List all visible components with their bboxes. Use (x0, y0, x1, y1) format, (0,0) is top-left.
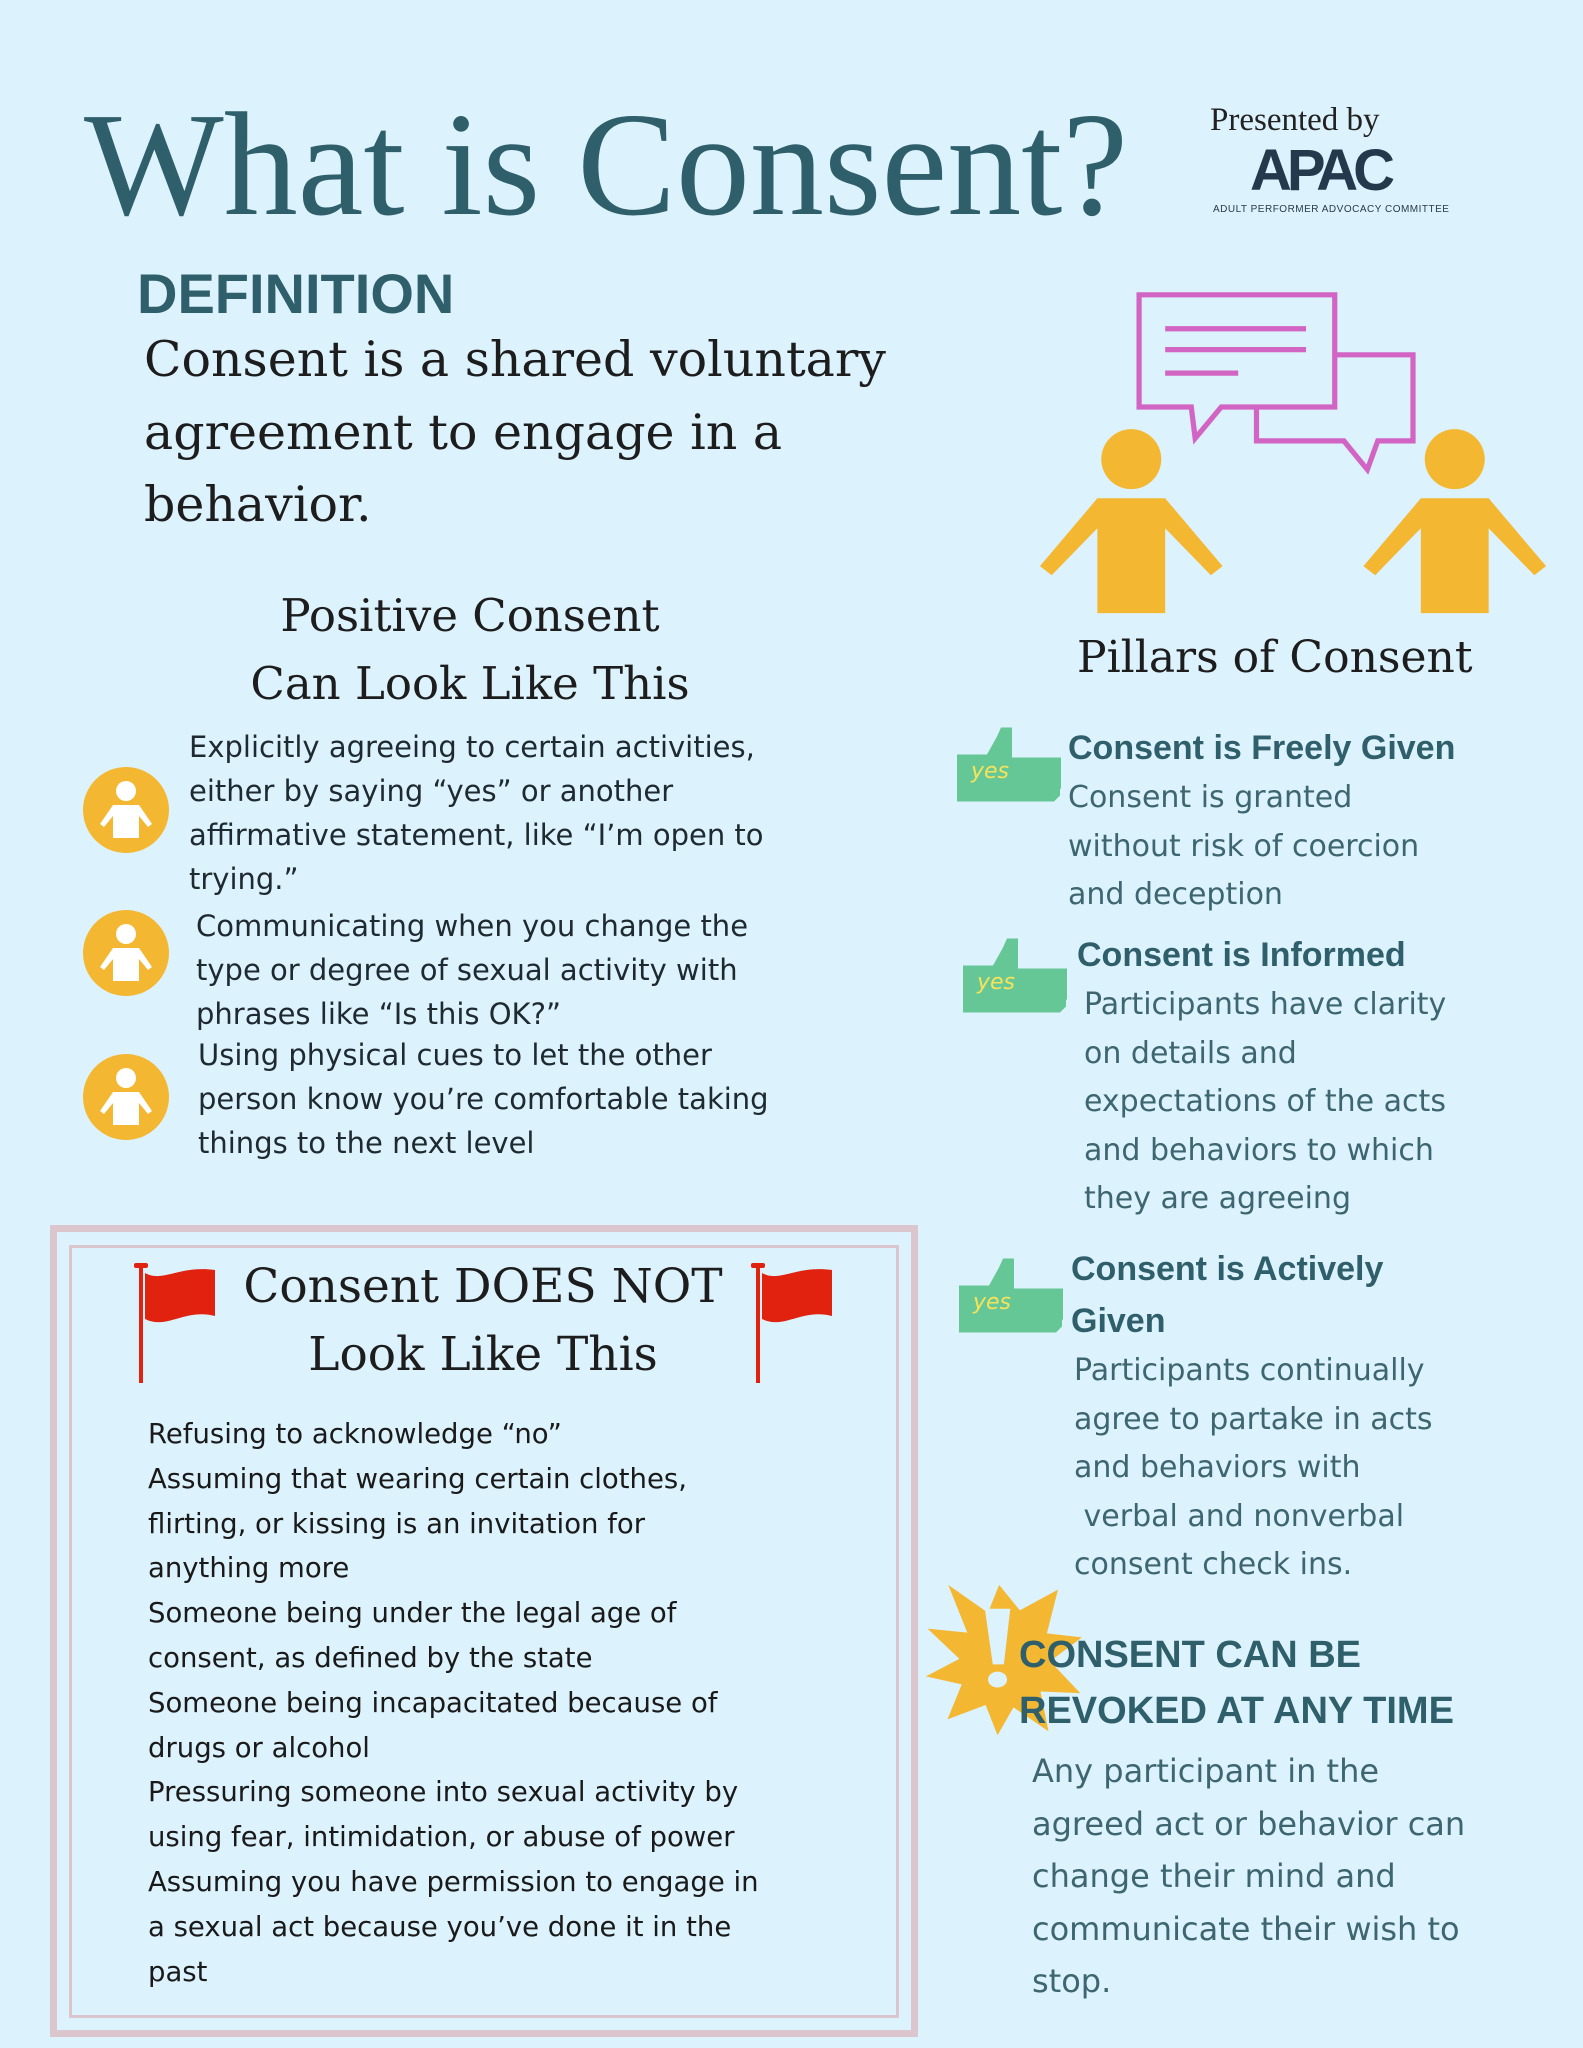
revoke-desc-line: Any participant in the (1032, 1752, 1380, 1790)
list-line: anything more (148, 1552, 350, 1585)
revoke-heading-line: CONSENT CAN BE (1019, 1634, 1362, 1676)
pillar-desc: Participants continually (1074, 1353, 1425, 1388)
pillar-desc: and behaviors with (1074, 1450, 1361, 1485)
pillar-desc: agree to partake in acts (1074, 1401, 1433, 1437)
red-flag-icon (751, 1263, 832, 1383)
positive-heading: Positive Consent (280, 589, 660, 642)
list-line: Refusing to acknowledge “no” (148, 1418, 562, 1450)
apac-logo: APAC (1250, 138, 1395, 203)
item-line: affirmative statement, like “I’m open to (189, 818, 764, 852)
presented-by: Presented by (1210, 102, 1380, 138)
yes-text: yes (970, 759, 1009, 784)
person-icon (83, 767, 169, 853)
yes-text: yes (976, 970, 1015, 995)
page-title: What is Consent? (84, 83, 1129, 247)
person-icon (83, 1054, 169, 1140)
list-line: Assuming that wearing certain clothes, (148, 1462, 687, 1495)
item-line: Communicating when you change the (196, 909, 749, 943)
item-line: type or degree of sexual activity with (196, 953, 738, 987)
definition-heading: DEFINITION (137, 262, 455, 325)
item-line: Explicitly agreeing to certain activitie… (189, 730, 755, 764)
red-flag-icon (134, 1263, 215, 1383)
item-line: things to the next level (198, 1126, 535, 1160)
speech-bubbles-icon (1136, 292, 1416, 475)
revoke-desc-line: communicate their wish to (1032, 1909, 1460, 1948)
definition-text: behavior. (144, 476, 372, 533)
revoke-heading: CONSENT CAN BE REVOKED AT ANY TIME (1019, 1627, 1454, 1739)
exclamation-burst-icon (925, 1584, 1082, 1735)
definition-text: Consent is a shared voluntary (144, 331, 886, 388)
thumbs-up-yes-icon: yes (959, 1258, 1063, 1333)
list-line: Assuming you have permission to engage i… (148, 1865, 759, 1898)
pillar-title: Consent is Actively (1071, 1250, 1384, 1288)
person-icon (83, 910, 169, 996)
item-line: person know you’re comfortable taking (198, 1082, 769, 1116)
pillar-informed: Consent is Informed Participants have cl… (1077, 929, 1446, 1224)
pillar-desc: and deception (1068, 877, 1283, 912)
list-line: Pressuring someone into sexual activity … (148, 1776, 739, 1809)
positive-item: Explicitly agreeing to certain activitie… (189, 725, 764, 901)
pillar-desc: Consent is granted (1068, 780, 1353, 815)
pillar-desc: consent check ins. (1074, 1547, 1353, 1582)
revoke-desc-line: stop. (1032, 1962, 1112, 2000)
thumbs-up-yes-icon: yes (963, 938, 1067, 1013)
pillar-desc: on details and (1084, 1035, 1297, 1071)
person-right-icon (1363, 429, 1547, 614)
negative-list: Refusing to acknowledge “no” Assuming th… (148, 1412, 759, 1994)
list-line: a sexual act because you’ve done it in t… (148, 1910, 732, 1943)
list-line: drugs or alcohol (148, 1731, 370, 1764)
pillar-desc: without risk of coercion (1068, 828, 1420, 864)
yes-text: yes (972, 1290, 1011, 1315)
pillar-desc: Participants have clarity (1084, 987, 1447, 1022)
revoke-desc-line: change their mind and (1032, 1857, 1396, 1895)
positive-item: Communicating when you change the type o… (196, 904, 748, 1036)
list-line: using fear, intimidation, or abuse of po… (148, 1821, 735, 1854)
pillar-freely-given: Consent is Freely Given Consent is grant… (1068, 722, 1455, 920)
pillar-desc: and behaviors to which (1084, 1132, 1434, 1168)
person-left-icon (1039, 429, 1223, 614)
negative-box-inner-border (69, 1245, 899, 2018)
apac-logo-subtitle: ADULT PERFORMER ADVOCACY COMMITTEE (1213, 204, 1450, 215)
pillars-heading: Pillars of Consent (1077, 632, 1473, 683)
list-line: Someone being under the legal age of (148, 1597, 677, 1630)
item-line: either by saying “yes” or another (189, 774, 674, 808)
revoke-heading-line: REVOKED AT ANY TIME (1019, 1690, 1454, 1732)
pillar-desc: they are agreeing (1084, 1181, 1351, 1216)
item-line: phrases like “Is this OK?” (196, 997, 561, 1031)
pillar-actively-given: Consent is Actively Given Participants c… (1071, 1243, 1433, 1590)
negative-heading: Consent DOES NOT (243, 1259, 723, 1314)
pillar-title: Consent is Freely Given (1068, 729, 1456, 767)
list-line: Someone being incapacitated because of (148, 1686, 718, 1719)
definition-text: agreement to engage in a (144, 404, 783, 461)
thumbs-up-yes-icon: yes (957, 727, 1061, 802)
list-line: consent, as defined by the state (148, 1641, 593, 1674)
negative-box-border (50, 1225, 918, 2037)
conversation-illustration (1039, 292, 1547, 614)
item-line: trying.” (189, 862, 299, 896)
positive-item: Using physical cues to let the other per… (198, 1033, 769, 1165)
pillar-desc: expectations of the acts (1084, 1084, 1446, 1119)
revoke-description: Any participant in the agreed act or beh… (1032, 1745, 1465, 2008)
pillar-title: Given (1071, 1302, 1166, 1340)
positive-heading: Can Look Like This (250, 657, 690, 710)
revoke-desc-line: agreed act or behavior can (1032, 1804, 1466, 1843)
item-line: Using physical cues to let the other (198, 1038, 712, 1072)
pillar-desc: verbal and nonverbal (1074, 1498, 1405, 1534)
list-line: past (148, 1955, 208, 1988)
list-line: flirting, or kissing is an invitation fo… (148, 1507, 646, 1540)
negative-heading: Look Like This (308, 1327, 658, 1382)
pillar-title: Consent is Informed (1077, 936, 1406, 974)
